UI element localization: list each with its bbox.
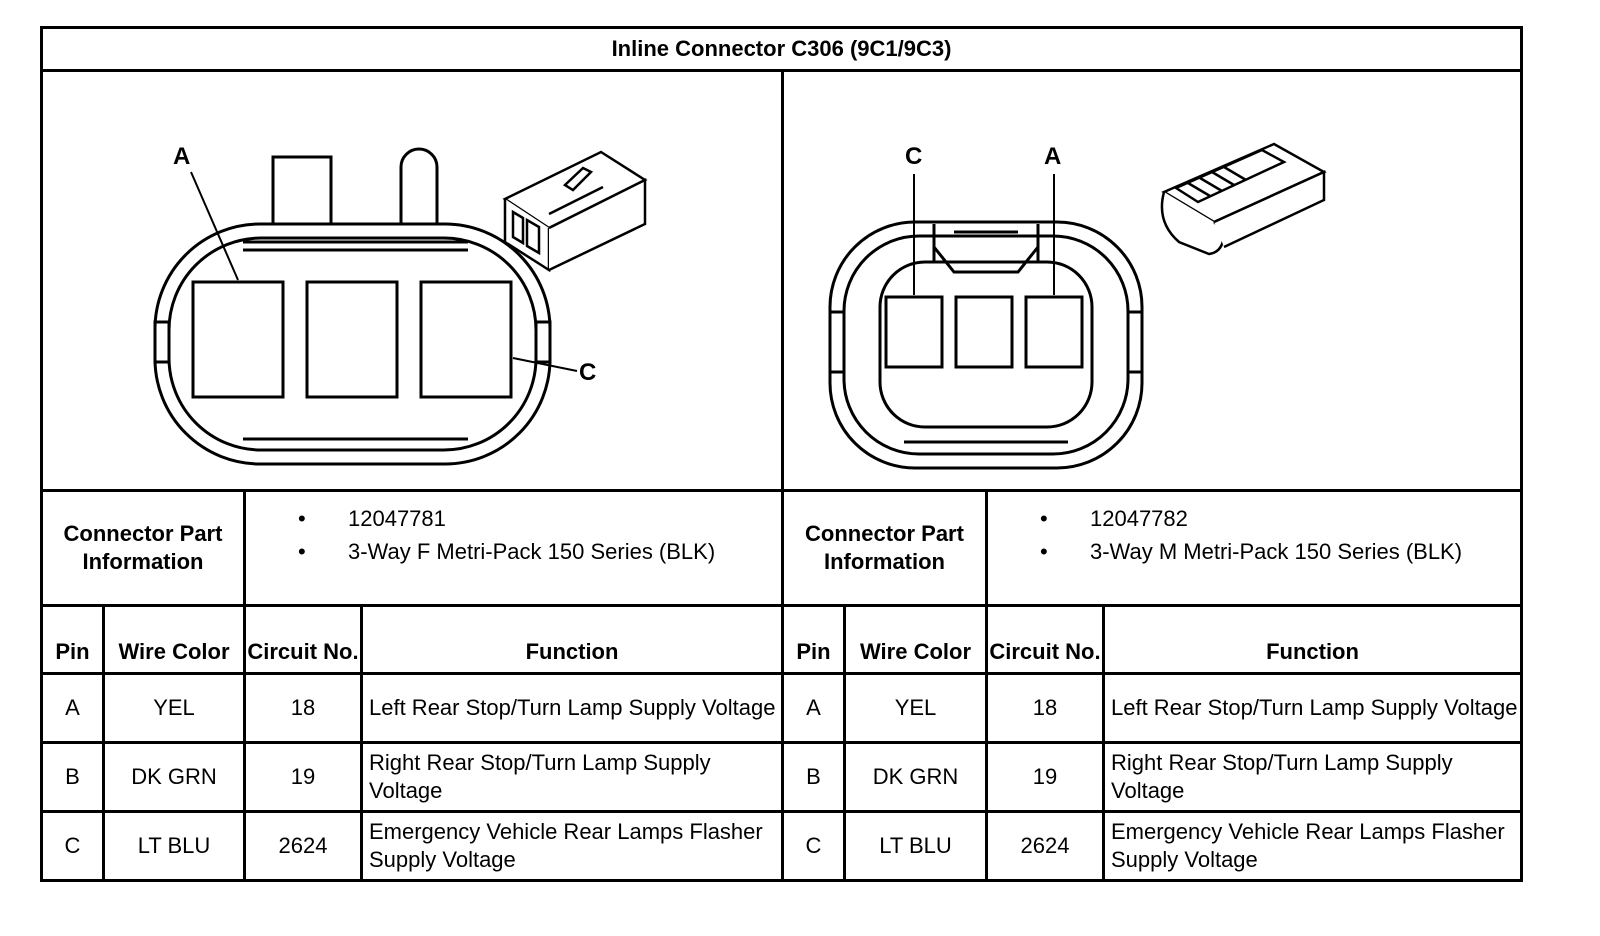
- function-cell: Right Rear Stop/Turn Lamp Supply Voltage: [1111, 750, 1453, 803]
- divider: [843, 604, 846, 879]
- part-number: 12047781: [298, 502, 715, 535]
- part-description: 3-Way M Metri-Pack 150 Series (BLK): [1040, 535, 1462, 568]
- column-header-pin: Pin: [55, 639, 90, 664]
- pin-cell: A: [65, 695, 80, 720]
- function-cell: Left Rear Stop/Turn Lamp Supply Voltage: [369, 695, 776, 720]
- divider: [43, 672, 1520, 675]
- circuit-cell: 19: [290, 764, 316, 789]
- female-connector-thumbnail-icon: [502, 150, 648, 273]
- column-header-pin: Pin: [796, 639, 831, 664]
- divider: [243, 489, 246, 604]
- divider: [985, 604, 988, 879]
- function-cell: Emergency Vehicle Rear Lamps Flasher Sup…: [1111, 819, 1505, 872]
- circuit-cell: 18: [1032, 695, 1058, 720]
- column-header-function: Function: [525, 639, 619, 664]
- circuit-cell: 2624: [278, 833, 328, 858]
- column-header-wire-color: Wire Color: [859, 639, 972, 664]
- wire-color-cell: DK GRN: [872, 764, 959, 789]
- wire-color-cell: LT BLU: [137, 833, 211, 858]
- part-info-label: Connector Part Information: [63, 521, 223, 574]
- divider: [1102, 604, 1105, 879]
- wire-color-cell: YEL: [153, 695, 195, 720]
- circuit-cell: 18: [290, 695, 316, 720]
- divider: [43, 489, 1520, 492]
- part-info-list: 12047781 3-Way F Metri-Pack 150 Series (…: [298, 502, 715, 568]
- connector-sheet: Inline Connector C306 (9C1/9C3): [40, 26, 1523, 882]
- wire-color-cell: YEL: [894, 695, 937, 720]
- divider: [360, 604, 363, 879]
- circuit-cell: 19: [1032, 764, 1058, 789]
- part-description: 3-Way F Metri-Pack 150 Series (BLK): [298, 535, 715, 568]
- callout-c: C: [905, 143, 922, 170]
- divider: [985, 489, 988, 604]
- male-connector-thumbnail-icon: [1160, 142, 1327, 256]
- circuit-cell: 2624: [1020, 833, 1070, 858]
- column-header-wire-color: Wire Color: [118, 639, 230, 664]
- callout-c: C: [579, 359, 596, 386]
- female-connector-diagram: A C: [153, 143, 648, 466]
- pin-cell: A: [806, 695, 821, 720]
- column-header-function: Function: [1266, 639, 1359, 664]
- part-info-label: Connector Part Information: [805, 521, 964, 574]
- wire-color-cell: DK GRN: [131, 764, 217, 789]
- divider: [43, 810, 1520, 813]
- pin-cell: C: [64, 833, 81, 858]
- divider: [243, 604, 246, 879]
- pin-cell: B: [806, 764, 821, 789]
- divider: [43, 604, 1520, 607]
- divider: [43, 741, 1520, 744]
- divider: [781, 69, 784, 879]
- column-header-circuit: Circuit No.: [989, 639, 1101, 664]
- callout-a: A: [173, 143, 190, 170]
- pin-cell: B: [65, 764, 80, 789]
- wire-color-cell: LT BLU: [879, 833, 952, 858]
- pin-cell: C: [805, 833, 822, 858]
- function-cell: Left Rear Stop/Turn Lamp Supply Voltage: [1111, 695, 1518, 720]
- male-connector-diagram: C A: [828, 142, 1327, 470]
- part-number: 12047782: [1040, 502, 1462, 535]
- function-cell: Right Rear Stop/Turn Lamp Supply Voltage: [369, 750, 711, 803]
- column-header-circuit: Circuit No.: [247, 639, 359, 664]
- callout-a: A: [1044, 143, 1061, 170]
- part-info-list: 12047782 3-Way M Metri-Pack 150 Series (…: [1040, 502, 1462, 568]
- page-title: Inline Connector C306 (9C1/9C3): [611, 36, 952, 61]
- function-cell: Emergency Vehicle Rear Lamps Flasher Sup…: [369, 819, 763, 872]
- divider: [102, 604, 105, 879]
